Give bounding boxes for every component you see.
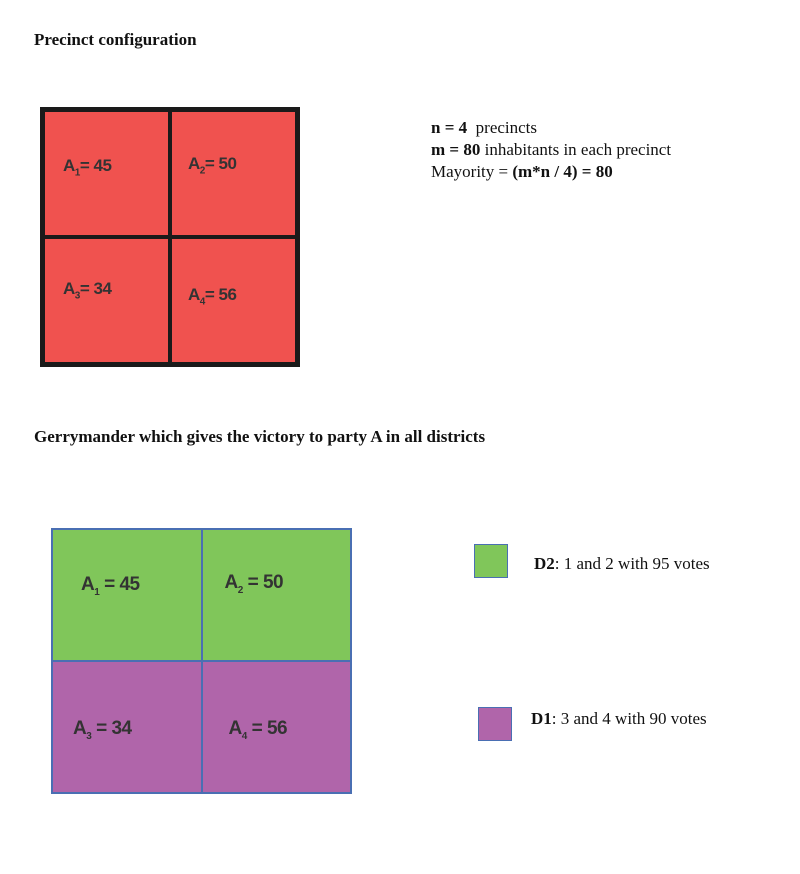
precinct-cell-2: A2= 50	[170, 110, 297, 237]
parameter-m: m = 80 inhabitants in each precinct	[431, 140, 672, 159]
precinct-label-2: A2= 50	[188, 154, 237, 177]
parameters-text: n = 4 precincts m = 80 inhabitants in ea…	[431, 117, 671, 183]
precinct-configuration-heading: Precinct configuration	[34, 30, 197, 49]
district-cell-1: A1 = 45	[52, 529, 202, 661]
precinct-label-3: A3= 34	[63, 279, 112, 302]
precinct-grid: A1= 45 A2= 50 A3= 34 A4= 56	[40, 107, 300, 367]
district-cell-4: A4 = 56	[201, 661, 351, 793]
district-label-2: A2 = 50	[224, 572, 284, 596]
legend-label-d1: D1: 3 and 4 with 90 votes	[531, 709, 707, 728]
precinct-label-1: A1= 45	[63, 156, 112, 179]
district-label-3: A3 = 34	[73, 718, 132, 742]
precinct-label-4: A4= 56	[188, 285, 237, 308]
parameter-n: n = 4 precincts	[431, 118, 538, 137]
legend-label-d2: D2: 1 and 2 with 95 votes	[534, 554, 710, 573]
precinct-cell-3: A3= 34	[43, 237, 170, 364]
legend-swatch-d1	[478, 707, 512, 741]
gerrymander-heading: Gerrymander which gives the victory to p…	[34, 427, 486, 446]
parameter-majority: Mayority = (m*n / 4) = 80	[431, 162, 613, 181]
district-label-4: A4 = 56	[228, 718, 288, 742]
legend-swatch-d2	[474, 544, 508, 578]
precinct-cell-4: A4= 56	[170, 237, 297, 364]
gerrymander-grid: A1 = 45 A2 = 50 A3 = 34 A4 = 56	[51, 528, 352, 794]
district-label-1: A1 = 45	[81, 574, 140, 598]
precinct-cell-1: A1= 45	[43, 110, 170, 237]
district-cell-3: A3 = 34	[52, 661, 202, 793]
district-cell-2: A2 = 50	[201, 529, 351, 661]
